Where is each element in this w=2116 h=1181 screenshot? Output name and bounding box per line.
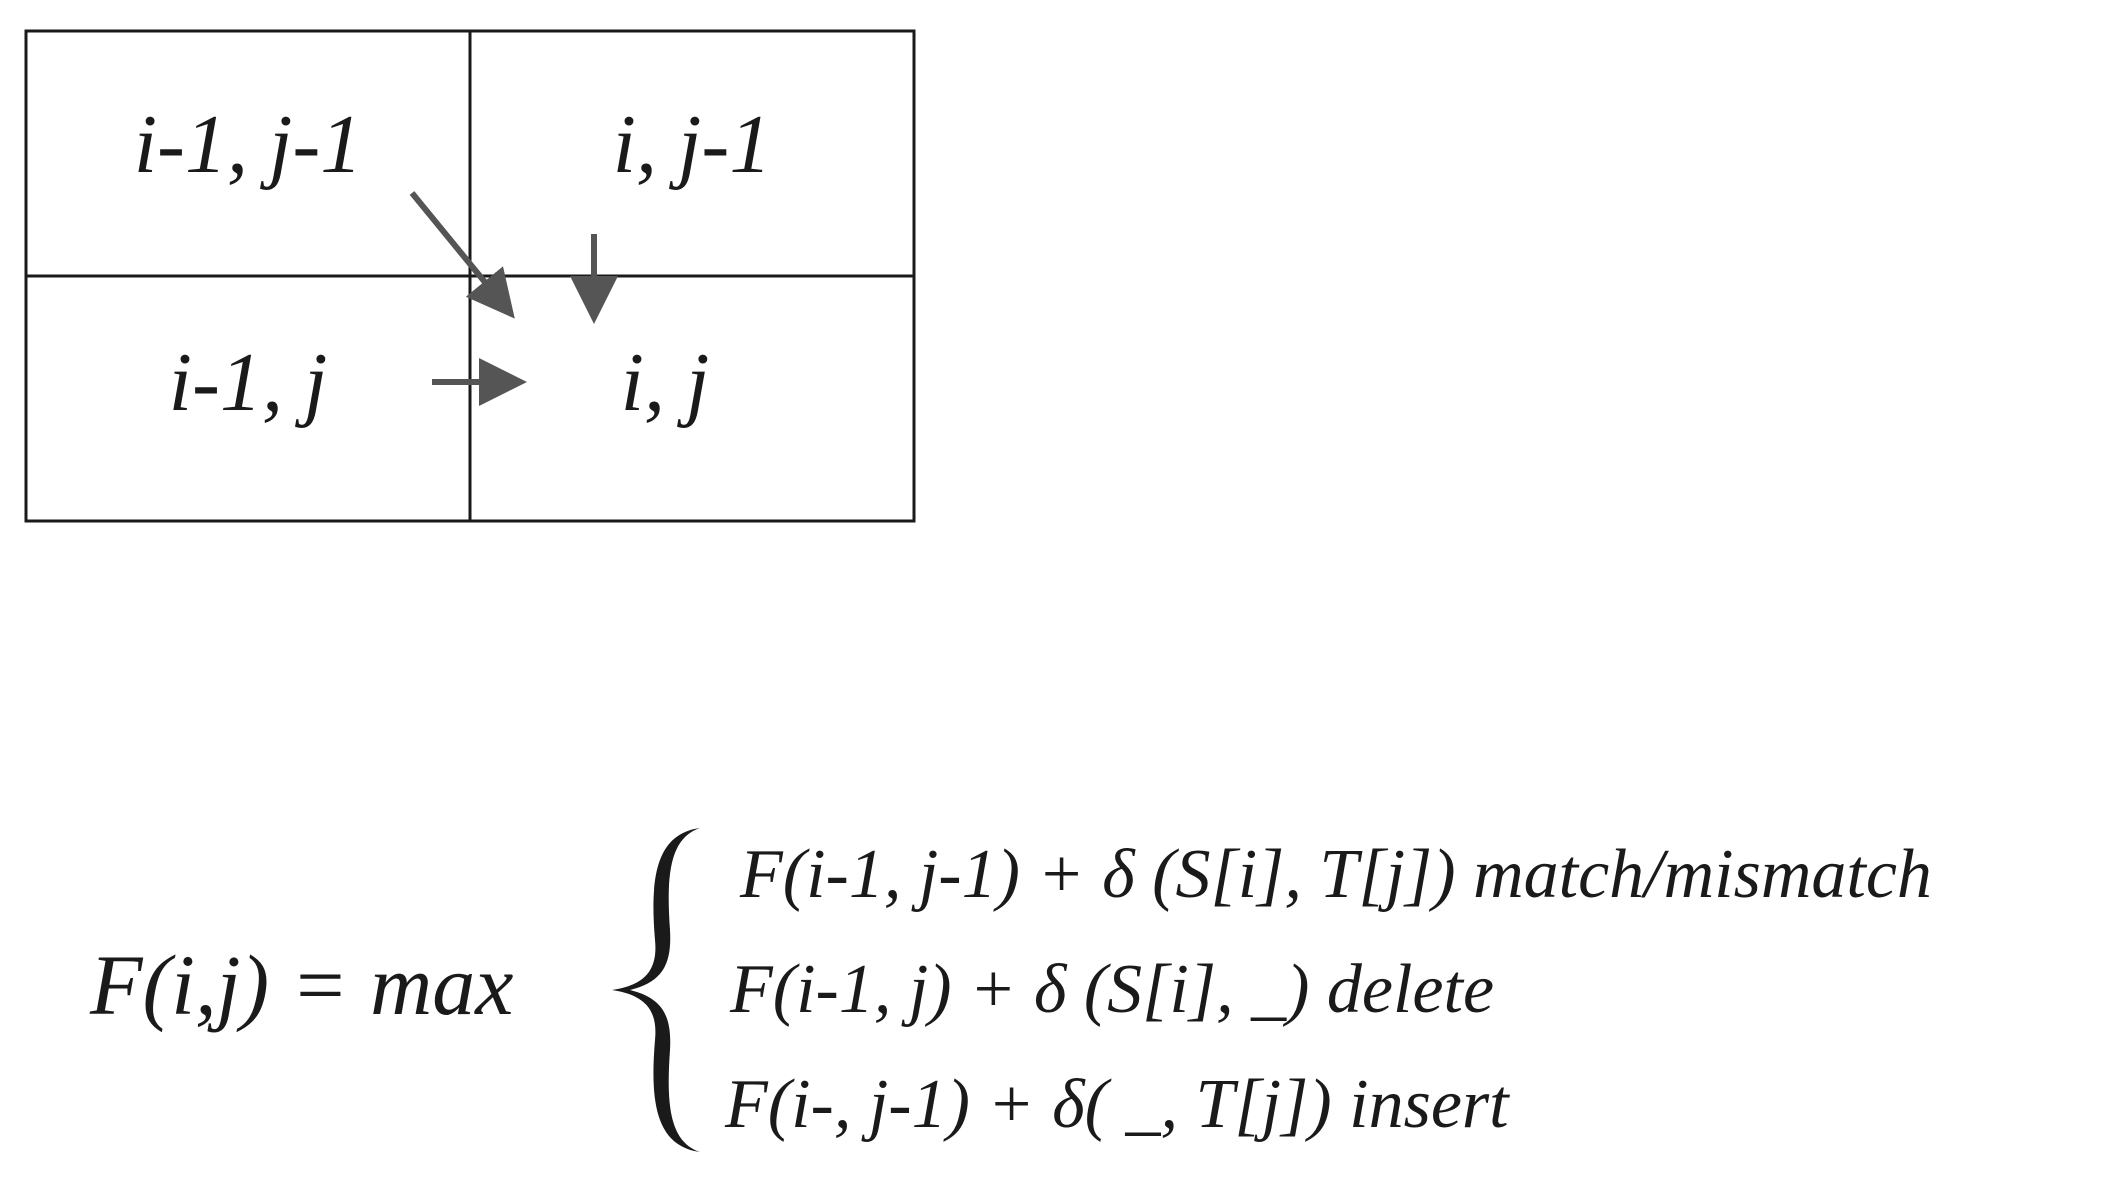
formula-lhs: F(i,j) = max xyxy=(90,937,514,1033)
formula-case-delete: F(i-1, j) + δ (S[i], _) delete xyxy=(730,951,1495,1028)
cell-label-top-left: i-1, j-1 xyxy=(134,98,363,191)
diagonal-arrow xyxy=(409,191,515,319)
formula-case-insert: F(i-, j-1) + δ( _, T[j]) insert xyxy=(725,1066,1509,1143)
cell-label-bottom-right: i, j xyxy=(621,336,710,429)
dp-grid-diagram: i-1, j-1 i, j-1 i-1, j i, j xyxy=(24,29,916,523)
cell-label-bottom-left: i-1, j xyxy=(169,336,328,429)
cell-label-top-right: i, j-1 xyxy=(613,98,772,191)
left-brace xyxy=(612,828,700,1152)
formula-case-match: F(i-1, j-1) + δ (S[i], T[j]) match/misma… xyxy=(740,836,1932,913)
